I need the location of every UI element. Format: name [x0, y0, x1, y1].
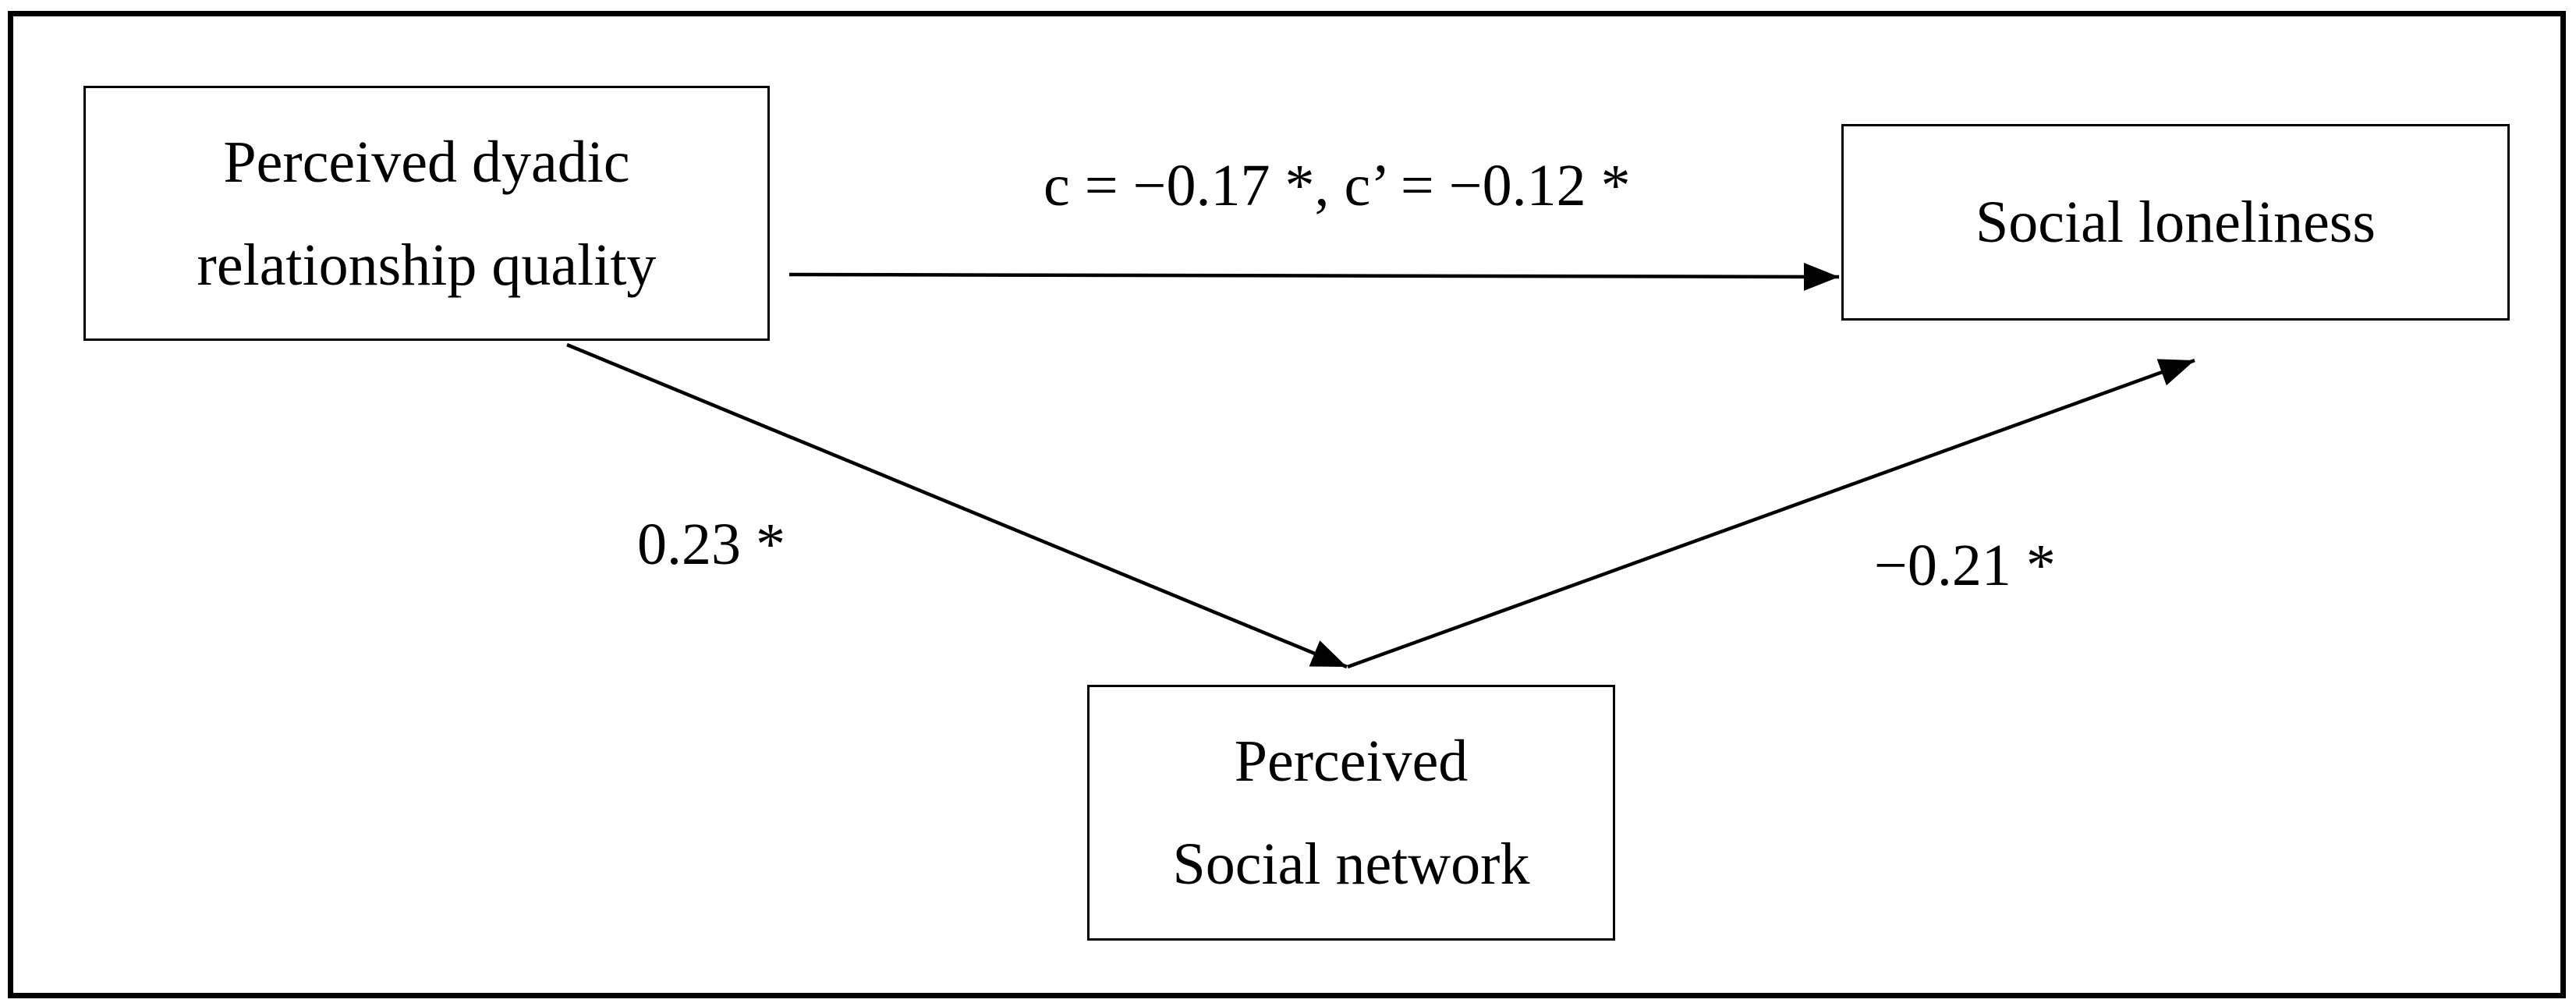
- diagram-frame: [8, 11, 2566, 998]
- node-label-line: Perceived: [1234, 728, 1469, 794]
- node-label-line: Perceived dyadic: [223, 129, 630, 195]
- edge-label-direct: c = −0.17 *, c’ = −0.12 *: [1044, 153, 1631, 218]
- arrow-b: [1347, 358, 2195, 669]
- node-label-line: relationship quality: [197, 232, 657, 298]
- node-social-loneliness: Social loneliness: [1841, 124, 2510, 321]
- node-perceived-social-network: Perceived Social network: [1087, 685, 1615, 941]
- node-perceived-dyadic-relationship-quality: Perceived dyadic relationship quality: [83, 86, 770, 341]
- node-label-line: Social loneliness: [1975, 190, 2376, 255]
- arrow-a: [566, 342, 1348, 669]
- node-label-line: Social network: [1172, 831, 1530, 897]
- edge-label-a: 0.23 *: [637, 512, 785, 577]
- arrow-direct: [788, 262, 1840, 291]
- edge-label-b: −0.21 *: [1874, 533, 2056, 598]
